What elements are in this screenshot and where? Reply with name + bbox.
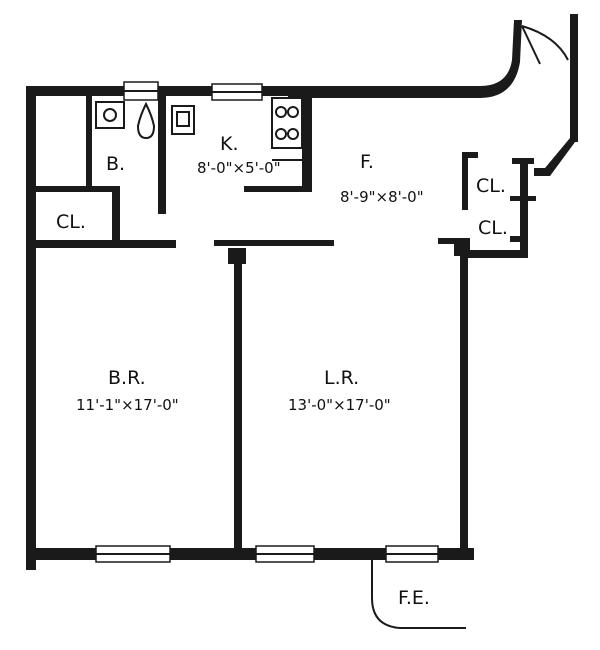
- bathroom-bottom-wall: [36, 186, 120, 192]
- corridor-angle-wall: [534, 138, 578, 176]
- bathroom-label: B.: [106, 153, 125, 175]
- kitchen-size: 8'-0"×5'-0": [197, 159, 281, 177]
- foyer-size: 8'-9"×8'-0": [340, 188, 424, 206]
- entry-door-swing: [521, 25, 569, 61]
- bedroom-living-partition: [234, 248, 242, 554]
- bedroom-size: 11'-1"×17'-0": [76, 396, 179, 414]
- closet-upper-top-wall: [512, 158, 534, 164]
- right-closet-upper-label: CL.: [476, 175, 506, 197]
- kitchen-bottom-wall: [244, 186, 302, 192]
- living-top-wall: [214, 240, 334, 246]
- right-outer-wall: [460, 250, 468, 560]
- foyer-label: F.: [360, 151, 374, 173]
- closet-left-wall: [462, 152, 468, 210]
- entry-corridor: [521, 14, 578, 176]
- closet-lower-wall: [510, 236, 528, 242]
- kitchen-label: K.: [220, 133, 239, 155]
- bedroom-label: B.R.: [108, 367, 146, 389]
- living-room-label: L.R.: [324, 367, 359, 389]
- left-outer-wall: [26, 86, 36, 570]
- windows: [95, 81, 439, 563]
- bathroom-inner-wall: [86, 96, 92, 192]
- top-outer-wall-right: [288, 20, 522, 98]
- left-closet-wall: [112, 190, 120, 244]
- right-closet-lower-label: CL.: [478, 217, 508, 239]
- column-center: [228, 248, 246, 264]
- bath-kitchen-wall: [158, 96, 166, 214]
- closet-bottom-wall: [462, 250, 528, 258]
- left-closet-label: CL.: [56, 211, 86, 233]
- closet-top-wall: [462, 152, 478, 158]
- fire-escape-label: F.E.: [398, 587, 430, 609]
- corridor-right-wall: [570, 14, 578, 142]
- toilet-fixture: [136, 101, 156, 140]
- stove-fixture: [271, 97, 303, 149]
- right-closets: [454, 152, 536, 258]
- bedroom-top-wall: [26, 240, 176, 248]
- living-room-size: 13'-0"×17'-0": [288, 396, 391, 414]
- fixtures: [95, 97, 303, 161]
- interior-walls: [26, 96, 464, 554]
- living-top-wall-right: [438, 238, 464, 244]
- fire-escape-outline: [371, 560, 466, 629]
- sink-fixture: [95, 101, 125, 129]
- closet-right-wall: [520, 162, 528, 258]
- entry-door-leaf: [521, 25, 541, 65]
- kitchen-right-wall: [302, 96, 312, 192]
- kitchen-sink-fixture: [171, 105, 195, 135]
